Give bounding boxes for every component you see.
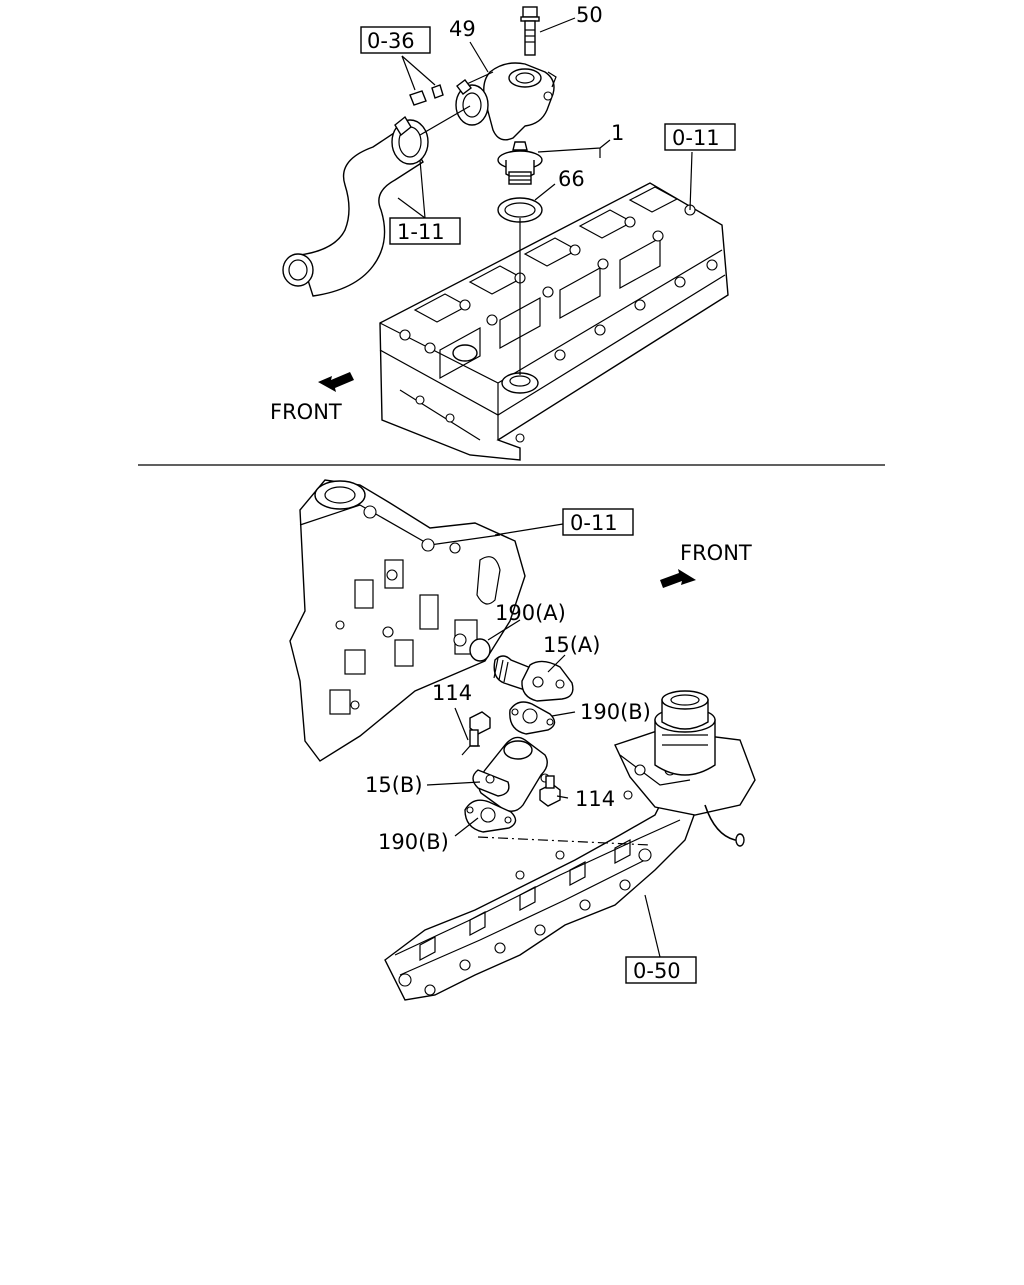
front-label-bottom: FRONT xyxy=(680,541,752,565)
gasket-190b-upper-drawing xyxy=(509,701,556,735)
plug-0-36-drawing xyxy=(409,84,444,106)
egr-cooler-manifold-drawing xyxy=(384,690,756,1001)
ref-box-0-50[interactable]: 0-50 xyxy=(625,956,697,984)
sensor-15a-drawing xyxy=(493,655,574,702)
callout-15b: 15(B) xyxy=(365,773,423,797)
callout-66: 66 xyxy=(558,167,585,191)
cylinder-head-side-drawing xyxy=(289,479,526,762)
bottom-leader-lines xyxy=(426,523,661,958)
callout-1: 1 xyxy=(611,121,624,145)
bolt-114-lower-drawing xyxy=(539,775,561,807)
ref-box-0-11-top[interactable]: 0-11 xyxy=(664,123,736,151)
top-leader-lines xyxy=(397,17,693,375)
callout-190a: 190(A) xyxy=(495,601,566,625)
callout-190b-lower: 190(B) xyxy=(378,830,449,854)
svg-text:0-11: 0-11 xyxy=(672,126,720,150)
ref-box-1-11-top[interactable]: 1-11 xyxy=(389,217,461,245)
thermostat-drawing xyxy=(497,141,543,185)
o-ring-190a-drawing xyxy=(469,638,491,662)
bottom-diagram: FRONT 0-11 0-50 190(A) 15(A) 114 190(B) … xyxy=(289,479,756,1001)
ref-box-0-11-bottom[interactable]: 0-11 xyxy=(562,508,634,536)
front-label-top: FRONT xyxy=(270,400,342,424)
callout-50: 50 xyxy=(576,3,603,27)
callout-49: 49 xyxy=(449,17,476,41)
bolt-50-drawing xyxy=(520,6,540,56)
pipe-15b-drawing xyxy=(472,736,550,812)
callout-15a: 15(A) xyxy=(543,633,600,657)
bolt-114-upper-drawing xyxy=(469,711,491,747)
front-arrow-top-icon xyxy=(318,372,354,392)
top-diagram: FRONT 0-36 1-11 0-11 49 50 1 66 xyxy=(270,3,736,461)
svg-text:1-11: 1-11 xyxy=(397,220,445,244)
hose-drawing xyxy=(282,115,429,297)
svg-text:0-50: 0-50 xyxy=(633,959,681,983)
front-arrow-bottom-icon xyxy=(660,569,696,588)
svg-text:0-11: 0-11 xyxy=(570,511,618,535)
thermostat-housing-drawing xyxy=(455,62,557,141)
callout-190b-upper: 190(B) xyxy=(580,700,651,724)
ref-box-0-36[interactable]: 0-36 xyxy=(360,26,431,54)
callout-114-upper: 114 xyxy=(432,681,472,705)
svg-text:0-36: 0-36 xyxy=(367,29,415,53)
gasket-190b-lower-drawing xyxy=(464,799,517,833)
callout-114-lower: 114 xyxy=(575,787,615,811)
